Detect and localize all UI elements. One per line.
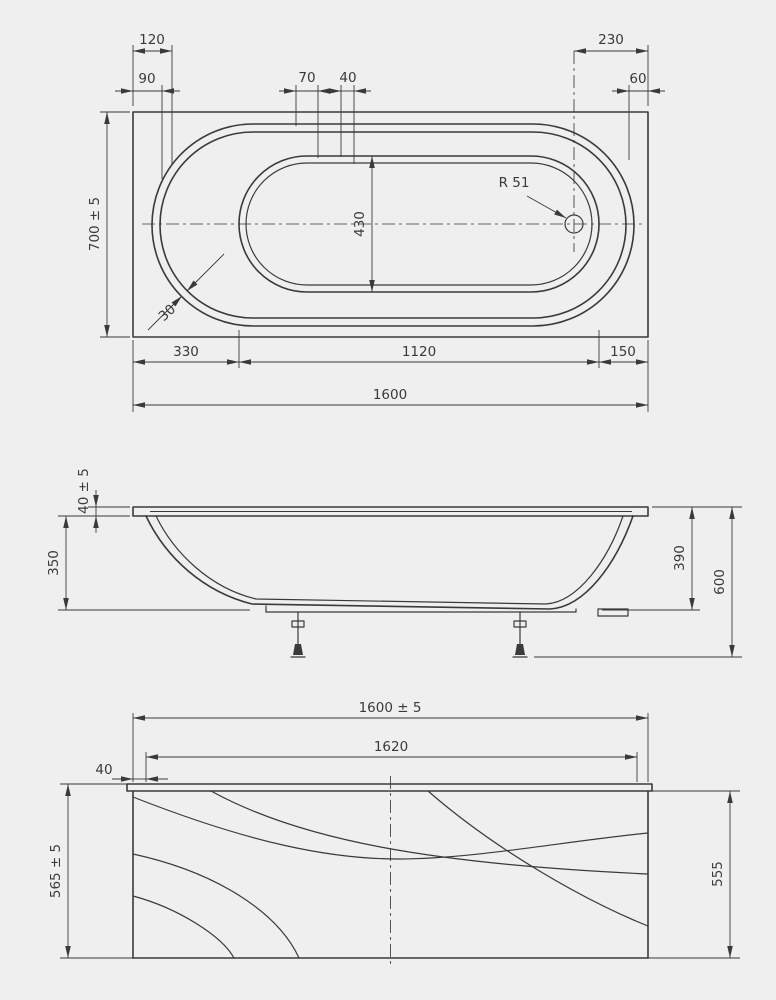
support-frame [265, 605, 629, 617]
front-view: 1600 ± 5 1620 40 565 ± 5 555 [48, 700, 740, 966]
dim-label-350: 350 [46, 550, 62, 576]
front-view-extension-lines [60, 713, 740, 959]
dim-label-390: 390 [672, 545, 688, 571]
tub-rim-inner [159, 131, 627, 319]
front-view-dimension-lines [65, 715, 733, 958]
dim-label-40-side: 40 ± 5 [76, 468, 92, 514]
drain-fitting [597, 608, 629, 617]
tub-side-profile-outer [145, 515, 634, 610]
dim-label-150: 150 [610, 344, 636, 360]
dim-label-565: 565 ± 5 [48, 844, 64, 898]
tub-side-profile-inner [155, 515, 624, 605]
dim-label-120: 120 [139, 32, 165, 48]
panel-wave-curves [132, 790, 649, 959]
side-view-extension-lines [58, 506, 742, 658]
dim-label-90: 90 [138, 71, 155, 87]
front-view-outlines [126, 776, 653, 966]
dim-label-230: 230 [598, 32, 624, 48]
dim-label-1600-front: 1600 ± 5 [359, 700, 422, 716]
dim-label-40-top: 40 [339, 70, 356, 86]
dim-label-60: 60 [629, 71, 646, 87]
side-view: 40 ± 5 350 390 600 [46, 468, 742, 658]
side-view-outlines [132, 506, 649, 658]
dim-label-330: 330 [173, 344, 199, 360]
dim-label-40-front: 40 [95, 762, 112, 778]
rim-slab-front [126, 783, 653, 792]
top-view-centerlines [142, 51, 644, 252]
dim-label-1600: 1600 [373, 387, 407, 403]
dim-label-70: 70 [298, 70, 315, 86]
rim-slab-side [132, 506, 649, 517]
tub-rim-outer [151, 123, 635, 327]
dim-label-555: 555 [710, 861, 726, 887]
top-view: 120 230 90 70 40 60 700 ± 5 R 51 430 30 … [87, 32, 665, 412]
leg-front [290, 611, 306, 658]
dim-label-600: 600 [712, 569, 728, 595]
side-view-dimension-lines [63, 490, 735, 657]
tub-deck-outline [132, 111, 649, 338]
top-view-outlines [132, 111, 649, 338]
dim-label-r51: R 51 [499, 175, 530, 191]
dim-label-30: 30 [156, 301, 179, 324]
dim-label-430: 430 [352, 211, 368, 237]
dim-label-1120: 1120 [402, 344, 436, 360]
leg-rear [512, 611, 528, 658]
dim-label-1620: 1620 [374, 739, 408, 755]
dim-label-700: 700 ± 5 [87, 197, 103, 251]
top-view-dimension-lines [104, 48, 665, 408]
